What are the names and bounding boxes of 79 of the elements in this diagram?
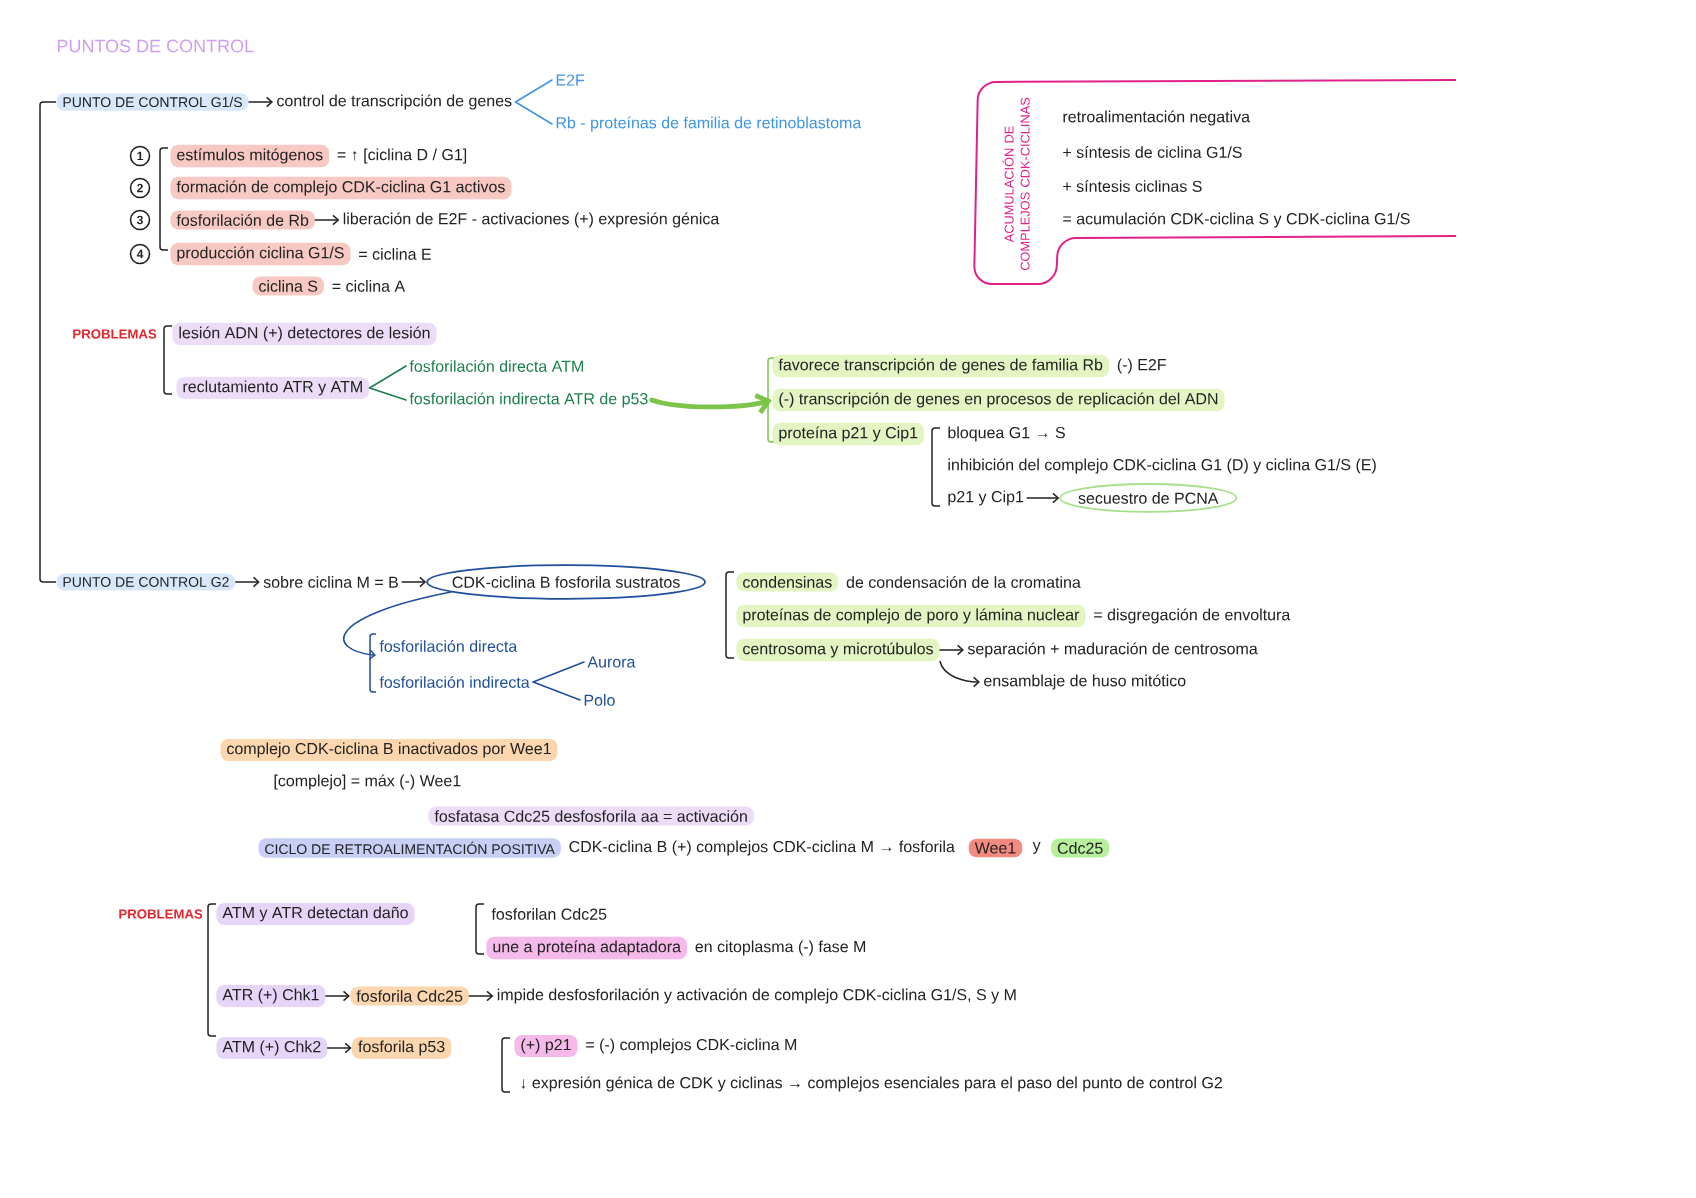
- highlighted-term: Wee1: [968, 838, 1023, 858]
- note-text: control de transcripción de genes: [277, 94, 512, 110]
- note-text: impide desfosforilación y activación de complejo CDK-ciclina G1/S, S y M: [497, 988, 1016, 1004]
- note-text: fosforilan Cdc25: [491, 908, 607, 920]
- connector-line: [532, 661, 585, 683]
- highlighted-term: proteínas de complejo de poro y lámina nuclear: [736, 604, 1086, 628]
- note-text: liberación de E2F - activaciones (+) expresión génica: [343, 212, 720, 228]
- note-text: retroalimentación negativa: [1063, 110, 1251, 126]
- note-text: bloquea G1 → S: [948, 426, 1065, 442]
- highlighted-term: reclutamiento ATR y ATM: [176, 376, 370, 400]
- highlighted-term: ciclina S: [252, 276, 324, 296]
- note-text: Polo: [584, 694, 615, 706]
- circled-term: secuestro de PCNA: [1059, 483, 1238, 513]
- highlighted-term: Cdc25: [1051, 838, 1110, 858]
- arrow: [939, 644, 964, 656]
- highlighted-term: fosforila p53: [352, 1036, 452, 1060]
- highlighted-term: fosforila Cdc25: [350, 986, 469, 1006]
- arrow: [326, 1042, 352, 1054]
- note-text: fosforilación directa ATM: [409, 360, 583, 372]
- highlighted-term: fosfatasa Cdc25 desfosforila aa = activación: [428, 806, 754, 826]
- highlighted-term: estímulos mitógenos: [170, 144, 330, 168]
- highlighted-term: producción ciclina G1/S: [170, 242, 351, 266]
- note-text: en citoplasma (-) fase M: [695, 940, 866, 956]
- note-text: (-) E2F: [1117, 358, 1166, 374]
- arrow: [401, 576, 427, 588]
- arrow: [248, 96, 274, 108]
- note-text: = (-) complejos CDK-ciclina M: [586, 1038, 797, 1054]
- note-text: Rb - proteínas de familia de retinoblastoma: [556, 116, 862, 132]
- highlighted-term: centrosoma y microtúbulos: [736, 638, 940, 662]
- note-text: separación + maduración de centrosoma: [967, 642, 1258, 658]
- note-text: = disgregación de envoltura: [1094, 608, 1291, 624]
- arrow: [235, 576, 260, 588]
- note-text: [complejo] = máx (-) Wee1: [274, 774, 461, 790]
- note-text: = ciclina A: [332, 280, 406, 292]
- highlighted-term: (+) p21: [514, 1034, 578, 1058]
- connector-line: [368, 387, 407, 401]
- circled-term: CDK-ciclina B fosforila sustratos: [426, 564, 706, 600]
- highlighted-term: ATR (+) Chk1: [216, 984, 326, 1008]
- highlighted-term: ATM y ATR detectan daño: [216, 902, 415, 926]
- curved-arrow: [939, 660, 980, 688]
- highlighted-term: lesión ADN (+) detectores de lesión: [172, 322, 437, 346]
- highlighted-term: une a proteína adaptadora: [486, 936, 687, 960]
- highlighted-term: (-) transcripción de genes en procesos de replicación del ADN: [772, 388, 1225, 412]
- note-text: + síntesis de ciclina G1/S: [1063, 146, 1242, 158]
- note-text: = acumulación CDK-ciclina S y CDK-ciclina G1/S: [1063, 212, 1410, 228]
- note-text: fosforilación indirecta: [379, 676, 530, 688]
- connector-line: [532, 681, 581, 701]
- note-text: = ↑ [ciclina D / G1]: [337, 148, 467, 164]
- arrow: [325, 990, 350, 1002]
- connector-line: [368, 365, 407, 389]
- note-text: p21 y Cip1: [948, 490, 1024, 506]
- connector-line: [514, 101, 553, 125]
- highlighted-term: complejo CDK-ciclina B inactivados por Wee1: [220, 738, 558, 762]
- connector-line: [514, 79, 553, 103]
- note-text: CDK-ciclina B (+) complejos CDK-ciclina M → fosforila: [569, 840, 955, 856]
- note-text: y: [1032, 842, 1041, 854]
- highlighted-term: formación de complejo CDK-ciclina G1 activos: [170, 176, 512, 200]
- note-text: ↓ expresión génica de CDK y ciclinas → complejos esenciales para el paso del punto de control G2: [521, 1076, 1222, 1092]
- note-text: fosforilación directa: [379, 640, 518, 652]
- note-text: sobre ciclina M = B: [263, 576, 398, 588]
- highlighted-term: fosforilación de Rb: [170, 210, 315, 230]
- note-text: E2F: [556, 74, 585, 86]
- highlighted-term: condensinas: [736, 572, 839, 592]
- note-text: inhibición del complejo CDK-ciclina G1 (D) y ciclina G1/S (E): [948, 458, 1376, 474]
- title: PUNTOS DE CONTROL: [57, 39, 254, 53]
- arrow: [314, 214, 340, 226]
- curved-arrow: [649, 393, 772, 415]
- highlighted-term: ATM (+) Chk2: [216, 1036, 328, 1060]
- arrow: [1026, 492, 1060, 504]
- note-text: ensamblaje de huso mitótico: [984, 674, 1186, 690]
- note-text: de condensación de la cromatina: [846, 576, 1081, 588]
- note-text: + síntesis ciclinas S: [1063, 180, 1202, 192]
- curved-arrow: [343, 591, 452, 660]
- note-text: Aurora: [587, 656, 636, 668]
- arrow: [468, 990, 494, 1002]
- highlighted-term: proteína p21 y Cip1: [772, 422, 925, 446]
- note-text: fosforilación indirecta ATR de p53: [409, 392, 648, 408]
- highlighted-term: favorece transcripción de genes de familia Rb: [772, 354, 1110, 378]
- note-text: = ciclina E: [359, 248, 431, 260]
